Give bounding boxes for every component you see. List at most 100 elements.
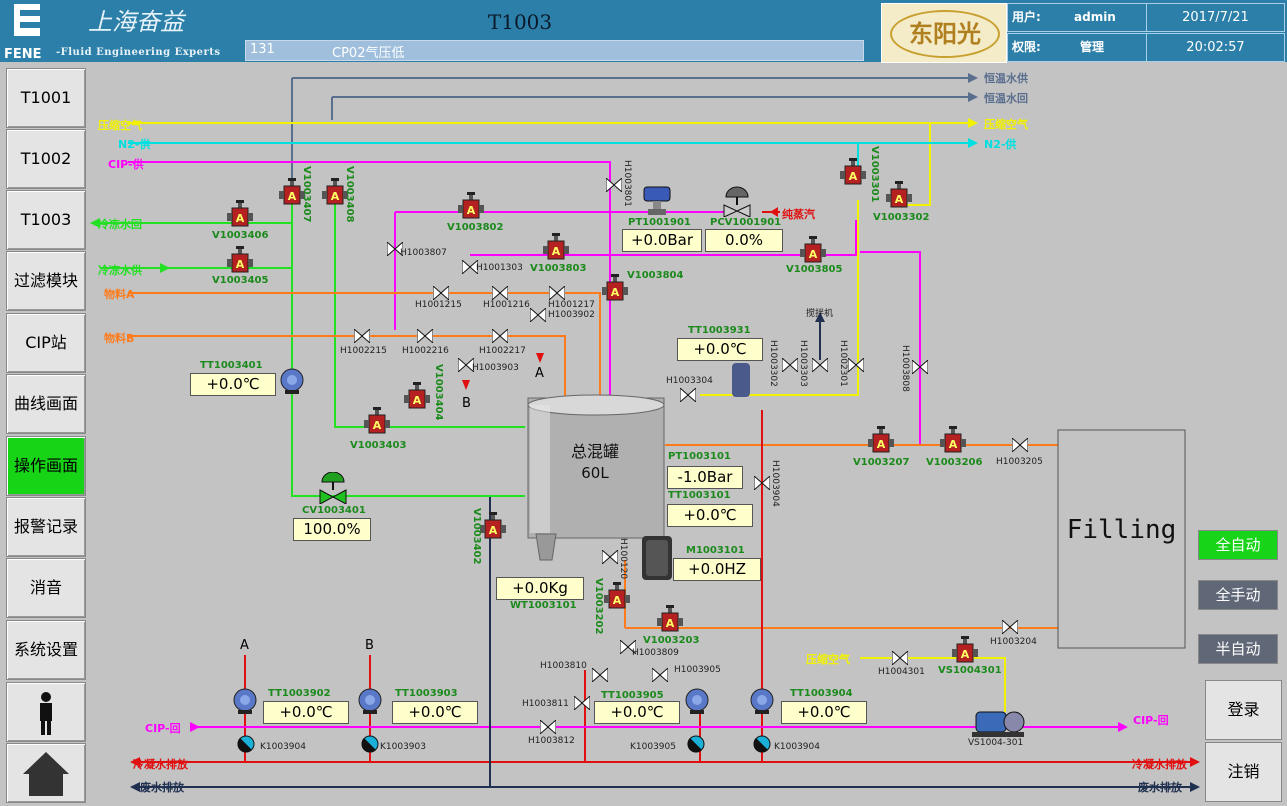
valve-v1003404-icon[interactable]	[404, 382, 430, 410]
sight-glass-k1003905-icon	[687, 735, 705, 753]
user-button[interactable]	[6, 682, 86, 742]
value-pt1001901[interactable]: +0.0Bar	[622, 229, 702, 252]
valve-v1003406-icon[interactable]	[227, 200, 253, 228]
value-wt1003101[interactable]: +0.0Kg	[496, 577, 584, 600]
valve-v1003202-icon[interactable]	[604, 582, 630, 610]
pump-k1003905-icon[interactable]	[685, 686, 709, 716]
tag-k1003904-left: K1003904	[260, 742, 306, 752]
pump-left-a-icon[interactable]	[233, 686, 257, 716]
valve-h1003303-icon[interactable]	[812, 358, 828, 372]
valve-h1003811-icon[interactable]	[574, 696, 590, 710]
full-manual-button[interactable]: 全手动	[1198, 580, 1278, 610]
valve-h1003801-icon[interactable]	[606, 178, 622, 192]
value-m1003101[interactable]: +0.0HZ	[673, 558, 761, 581]
valve-v1003805-icon[interactable]	[800, 236, 826, 264]
valve-h1002217-icon[interactable]	[492, 329, 508, 343]
sight-glass-k1003903-icon	[361, 735, 379, 753]
valve-h1003904-icon[interactable]	[754, 476, 770, 490]
nav-mute[interactable]: 消音	[6, 558, 86, 618]
tag-v1003802: V1003802	[447, 222, 504, 233]
login-button[interactable]: 登录	[1205, 680, 1282, 740]
valve-h1003808-icon[interactable]	[912, 360, 928, 374]
user-value: admin	[1074, 10, 1116, 24]
pump-left-b-icon[interactable]	[358, 686, 382, 716]
label-waste: 废水排放	[140, 781, 184, 794]
valve-h1003810-icon[interactable]	[592, 668, 608, 682]
tag-tt1003905: TT1003905	[601, 690, 664, 701]
value-cv1003401[interactable]: 100.0%	[293, 518, 371, 541]
label-cip-supply: CIP-供	[108, 158, 144, 171]
control-valve-pcv1001901-icon[interactable]	[722, 185, 752, 217]
tag-k1003905: K1003905	[630, 742, 676, 752]
tag-h1002216: H1002216	[402, 346, 449, 356]
valve-v1003802-icon[interactable]	[458, 192, 484, 220]
label-hot-supply: 恒温水供	[984, 72, 1028, 85]
nav-t1001[interactable]: T1001	[6, 68, 86, 128]
pump-tt1003401-icon[interactable]	[280, 366, 304, 396]
valve-v1003804-icon[interactable]	[602, 274, 628, 302]
value-tt1003903[interactable]: +0.0℃	[392, 701, 478, 724]
logout-button[interactable]: 注销	[1205, 742, 1282, 802]
pressure-sensor-pt1001901-icon[interactable]	[642, 185, 672, 217]
valve-h1001215-icon[interactable]	[433, 286, 449, 300]
valve-h1003905-icon[interactable]	[652, 668, 668, 682]
valve-h1003302-icon[interactable]	[782, 358, 798, 372]
nav-alarm-log[interactable]: 报警记录	[6, 497, 86, 557]
valve-v1003803-icon[interactable]	[543, 233, 569, 261]
valve-v1003206-icon[interactable]	[940, 426, 966, 454]
valve-v1003203-icon[interactable]	[657, 605, 683, 633]
tag-v1003206: V1003206	[926, 457, 983, 468]
label-a-pump: A	[240, 638, 249, 653]
full-auto-button[interactable]: 全自动	[1198, 530, 1278, 560]
vacuum-pump-icon[interactable]	[972, 704, 1028, 738]
nav-trend[interactable]: 曲线画面	[6, 374, 86, 434]
tag-v1003405: V1003405	[212, 275, 269, 286]
nav-t1002[interactable]: T1002	[6, 129, 86, 189]
valve-h1001216-icon[interactable]	[492, 286, 508, 300]
valve-v1003302-icon[interactable]	[886, 181, 912, 209]
valve-h1004301-icon[interactable]	[892, 651, 908, 665]
pump-k1003904-icon[interactable]	[750, 686, 774, 716]
nav-system-settings[interactable]: 系统设置	[6, 620, 86, 680]
valve-h1001217-icon[interactable]	[549, 286, 565, 300]
nav-filter-module[interactable]: 过滤模块	[6, 251, 86, 311]
value-pt1003101[interactable]: -1.0Bar	[667, 466, 743, 489]
tag-h1001215: H1001215	[415, 300, 462, 310]
valve-h100120-icon[interactable]	[602, 550, 618, 564]
value-tt1003931[interactable]: +0.0℃	[677, 338, 763, 361]
valve-v1003403-icon[interactable]	[364, 407, 390, 435]
valve-h1002301-icon[interactable]	[848, 358, 864, 372]
value-tt1003101[interactable]: +0.0℃	[667, 504, 753, 527]
tag-v1003407: V1003407	[301, 166, 312, 223]
value-tt1003905[interactable]: +0.0℃	[594, 701, 680, 724]
nav-cip-station[interactable]: CIP站	[6, 313, 86, 373]
alarm-bar[interactable]: 131 CP02气压低	[245, 40, 864, 61]
perm-value: 管理	[1080, 40, 1105, 54]
home-button[interactable]	[6, 743, 86, 803]
valve-h1003304-icon[interactable]	[680, 388, 696, 402]
tag-h1003811: H1003811	[522, 699, 569, 709]
tag-tt1003931: TT1003931	[688, 325, 751, 336]
nav-operation[interactable]: 操作画面	[6, 436, 86, 496]
value-pcv1001901[interactable]: 0.0%	[705, 229, 783, 252]
semi-auto-button[interactable]: 半自动	[1198, 634, 1278, 664]
valve-h1003902-icon[interactable]	[530, 308, 546, 322]
nav-t1003[interactable]: T1003	[6, 190, 86, 250]
value-tt1003401[interactable]: +0.0℃	[190, 373, 276, 396]
tag-h1001216: H1001216	[483, 300, 530, 310]
valve-v1003405-icon[interactable]	[227, 246, 253, 274]
tag-tt1003902: TT1003902	[268, 688, 331, 699]
valve-vs1004301-icon[interactable]	[952, 636, 978, 664]
valve-h1002216-icon[interactable]	[417, 329, 433, 343]
valve-h1003812-icon[interactable]	[540, 720, 556, 734]
valve-v1003301-icon[interactable]	[840, 158, 866, 186]
valve-v1003207-icon[interactable]	[868, 426, 894, 454]
valve-h1002215-icon[interactable]	[354, 329, 370, 343]
value-tt1003902[interactable]: +0.0℃	[263, 701, 349, 724]
valve-h1003204-icon[interactable]	[1002, 620, 1018, 634]
label-cond-drain: 冷凝水排放	[133, 758, 188, 771]
control-valve-cv1003401-icon[interactable]	[318, 472, 348, 504]
valve-h1003205-icon[interactable]	[1012, 438, 1028, 452]
valve-v1003402-icon[interactable]	[480, 512, 506, 540]
value-tt1003904[interactable]: +0.0℃	[781, 701, 867, 724]
